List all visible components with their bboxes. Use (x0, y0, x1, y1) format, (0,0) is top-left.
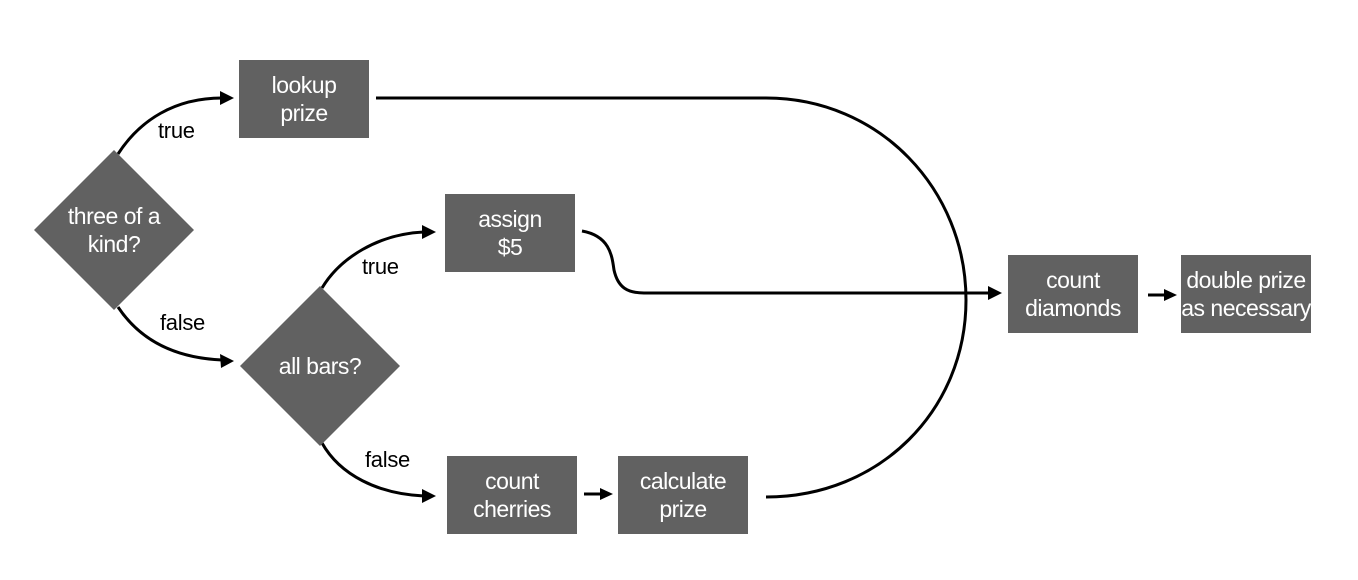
process-text: assign $5 (478, 205, 542, 260)
arrowhead-bars-false (422, 489, 436, 503)
edge-bars-false (320, 442, 425, 498)
process-assign-5: assign $5 (445, 194, 575, 272)
edge-label-bars-true: true (362, 254, 399, 279)
arrowhead-diamonds-to-double (1164, 289, 1177, 301)
process-lookup-prize: lookup prize (239, 60, 369, 138)
arrowhead-assign-to-diamonds (988, 286, 1002, 300)
process-double-prize: double prize as necessary (1181, 255, 1311, 333)
decision-label: all bars? (240, 286, 400, 446)
decision-text: three of a kind? (67, 202, 161, 257)
edge-label-bars-false: false (365, 447, 410, 472)
arrowhead-three-false (220, 354, 234, 368)
process-calculate-prize: calculate prize (618, 456, 748, 534)
edge-assign-to-diamonds (581, 229, 990, 295)
arrowhead-three-true (220, 91, 234, 105)
process-text: double prize as necessary (1181, 266, 1311, 321)
decision-three-of-a-kind: three of a kind? (34, 150, 194, 310)
process-text: lookup prize (271, 71, 337, 126)
process-text: count cherries (473, 467, 551, 522)
arrowhead-cherries-to-calculate (600, 488, 613, 500)
edge-label-three-false: false (160, 310, 205, 335)
process-text: count diamonds (1025, 266, 1121, 321)
decision-all-bars: all bars? (240, 286, 400, 446)
edge-label-three-true: true (158, 118, 195, 143)
edge-three-true (116, 96, 223, 155)
edge-three-false (116, 306, 223, 362)
edge-bars-true (320, 230, 425, 289)
diamond-shape (34, 150, 194, 310)
process-text: calculate prize (639, 467, 727, 522)
arrowhead-bars-true (422, 225, 436, 239)
process-count-diamonds: count diamonds (1008, 255, 1138, 333)
edge-lookup-loop (376, 96, 968, 499)
diamond-shape (240, 286, 400, 446)
decision-text: all bars? (278, 352, 362, 379)
process-count-cherries: count cherries (447, 456, 577, 534)
decision-label: three of a kind? (34, 150, 194, 310)
